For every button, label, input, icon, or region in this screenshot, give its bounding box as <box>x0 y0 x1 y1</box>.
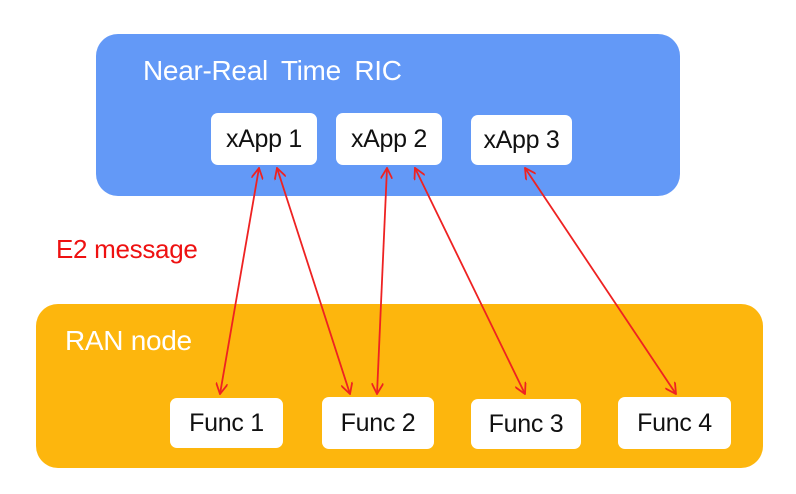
arrow-xapp2-func2 <box>377 168 387 394</box>
xapp-3-box: xApp 3 <box>471 115 572 165</box>
arrow-xapp3-func4 <box>525 168 676 394</box>
ran-node-title: RAN node <box>65 325 192 356</box>
xapp-1-box: xApp 1 <box>211 113 317 165</box>
e2-message-label: E2 message <box>56 234 198 264</box>
func-2-box: Func 2 <box>322 397 434 449</box>
arrow-xapp1-func1 <box>220 168 259 394</box>
xapp-2-box: xApp 2 <box>336 113 442 165</box>
func-4-box: Func 4 <box>618 397 731 449</box>
func-1-box: Func 1 <box>170 398 283 448</box>
arrow-xapp2-func3 <box>415 168 525 394</box>
near-rt-ric-title: Near-Real Time RIC <box>143 55 402 86</box>
func-3-box: Func 3 <box>471 399 581 449</box>
arrow-xapp1-func2 <box>277 168 350 394</box>
